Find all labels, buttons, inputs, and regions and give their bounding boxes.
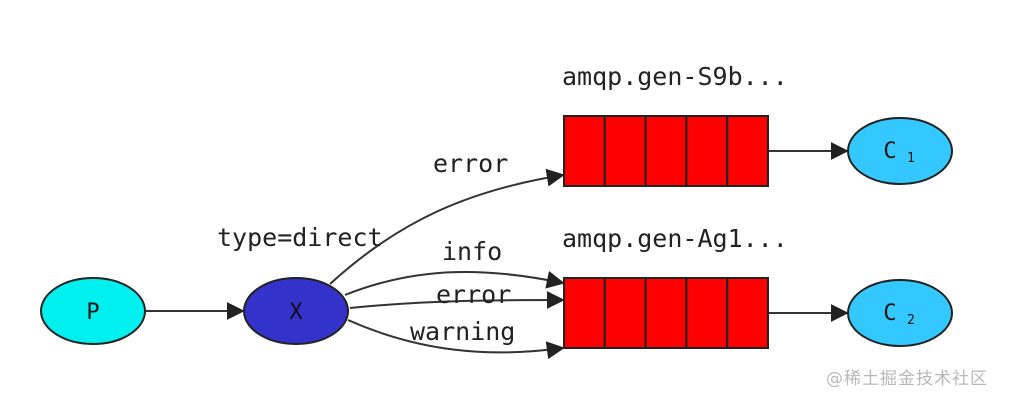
routing-key-info: info [442,237,502,266]
queue-message-slot [603,277,647,349]
queue-message-slot [644,115,688,187]
queue-2: amqp.gen-Ag1... [562,224,788,349]
exchange-node: X [243,277,349,345]
consumer-2-node: C 2 [847,279,953,347]
exchange-type-label: type=direct [217,223,383,252]
consumer-2-subscript: 2 [907,313,915,328]
consumer-1-node: C 1 [847,117,953,185]
queue-2-name: amqp.gen-Ag1... [562,224,788,253]
queue-message-slot [726,115,770,187]
producer-node: P [40,277,146,345]
queue-1-name: amqp.gen-S9b... [562,62,788,91]
queue-message-slot [726,277,770,349]
consumer-1-label: C [883,139,896,164]
queue-message-slot [603,115,647,187]
edge-binding-error-queue2 [349,291,565,310]
routing-key-error-queue1: error [433,149,508,178]
queue-message-slot [563,115,606,187]
queue-message-slot [644,277,688,349]
edge-binding-info-queue2 [344,270,565,296]
queue-message-slot [563,277,606,349]
edge-binding-error-queue1 [329,168,565,285]
exchange-label: X [289,300,303,325]
consumer-2-label: C [883,301,896,326]
consumer-1-subscript: 1 [907,151,915,166]
edge-binding-warning-queue2 [347,319,565,360]
routing-key-warning: warning [410,317,515,346]
producer-label: P [86,300,99,325]
queue-1: amqp.gen-S9b... [562,62,788,187]
queue-message-slot [685,277,729,349]
queue-message-slot [685,115,729,187]
routing-key-error-queue2: error [436,280,511,309]
watermark-text: @稀土掘金技术社区 [826,369,988,389]
